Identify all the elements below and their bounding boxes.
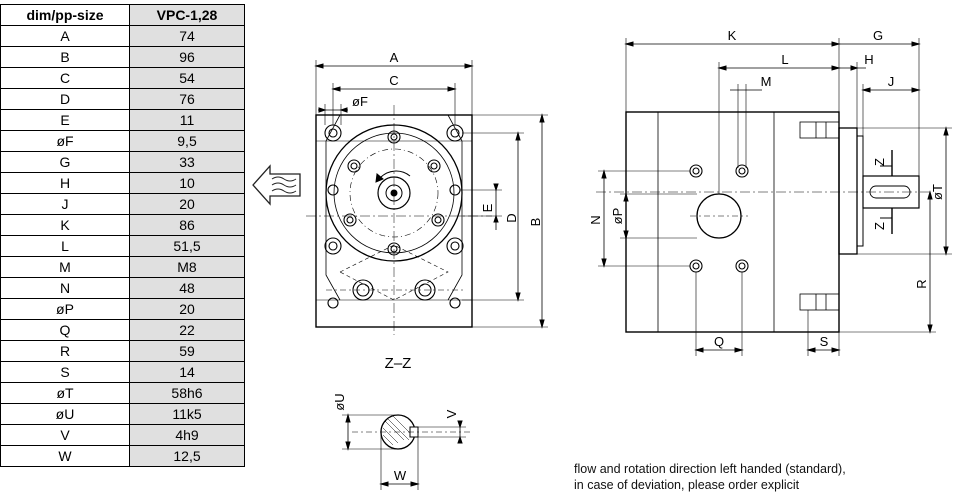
label-Z-lower: Z [872, 222, 887, 230]
dim-name-cell: øT [0, 382, 130, 404]
label-J: J [888, 74, 895, 89]
label-Q: Q [714, 334, 724, 349]
header-size: VPC-1,28 [129, 4, 245, 26]
label-N: N [588, 215, 603, 224]
dim-name-cell: G [0, 151, 130, 173]
dim-value-cell: 11k5 [129, 403, 245, 425]
dim-name-cell: D [0, 88, 130, 110]
dim-value-cell: 11 [129, 109, 245, 131]
dim-value-cell: 12,5 [129, 445, 245, 467]
dim-value-cell: 96 [129, 46, 245, 68]
dim-value-cell: 59 [129, 340, 245, 362]
side-flange [838, 127, 858, 255]
tapped-holes [689, 164, 749, 273]
table-header-row: dim/pp-size VPC-1,28 [0, 4, 245, 26]
dim-name-cell: J [0, 193, 130, 215]
dim-value-cell: 10 [129, 172, 245, 194]
dim-value-cell: 54 [129, 67, 245, 89]
section-view [342, 413, 470, 490]
label-R: R [914, 279, 929, 288]
dim-name-cell: A [0, 25, 130, 47]
label-S: S [820, 334, 829, 349]
dim-name-cell: øF [0, 130, 130, 152]
dim-value-cell: 22 [129, 319, 245, 341]
label-E: E [480, 203, 495, 212]
label-H: H [864, 52, 873, 67]
label-B: B [528, 218, 543, 227]
label-Z-upper: Z [872, 158, 887, 166]
dim-value-cell: 48 [129, 277, 245, 299]
flow-direction-arrow [252, 164, 301, 206]
label-G: G [873, 28, 883, 43]
label-C: C [389, 73, 398, 88]
label-U: øU [332, 393, 347, 410]
label-F: øF [352, 94, 368, 109]
dim-name-cell: L [0, 235, 130, 257]
label-W: W [394, 468, 407, 483]
note-line-2: in case of deviation, please order expli… [574, 478, 800, 492]
dim-value-cell: 14 [129, 361, 245, 383]
label-T: øT [930, 184, 945, 200]
label-V: V [444, 409, 459, 418]
label-K: K [728, 28, 737, 43]
label-P: øP [610, 208, 625, 225]
label-L: L [781, 52, 788, 67]
side-view [596, 38, 952, 356]
dimension-labels: A C øF B D E K G L H J M N øP Q S R øT Z… [332, 28, 945, 483]
dim-value-cell: 51,5 [129, 235, 245, 257]
front-view [306, 60, 548, 335]
dim-value-cell: 9,5 [129, 130, 245, 152]
header-dim: dim/pp-size [0, 4, 130, 26]
dim-name-cell: S [0, 361, 130, 383]
dim-value-cell: 76 [129, 88, 245, 110]
side-ports [799, 121, 840, 311]
dim-value-cell: 33 [129, 151, 245, 173]
label-D: D [504, 213, 519, 222]
dim-name-cell: øU [0, 403, 130, 425]
dim-name-cell: B [0, 46, 130, 68]
section-title: Z–Z [385, 355, 412, 372]
dim-name-cell: H [0, 172, 130, 194]
label-A: A [390, 50, 399, 65]
note-line-1: flow and rotation direction left handed … [574, 462, 846, 476]
label-M: M [761, 74, 772, 89]
dim-name-cell: øP [0, 298, 130, 320]
